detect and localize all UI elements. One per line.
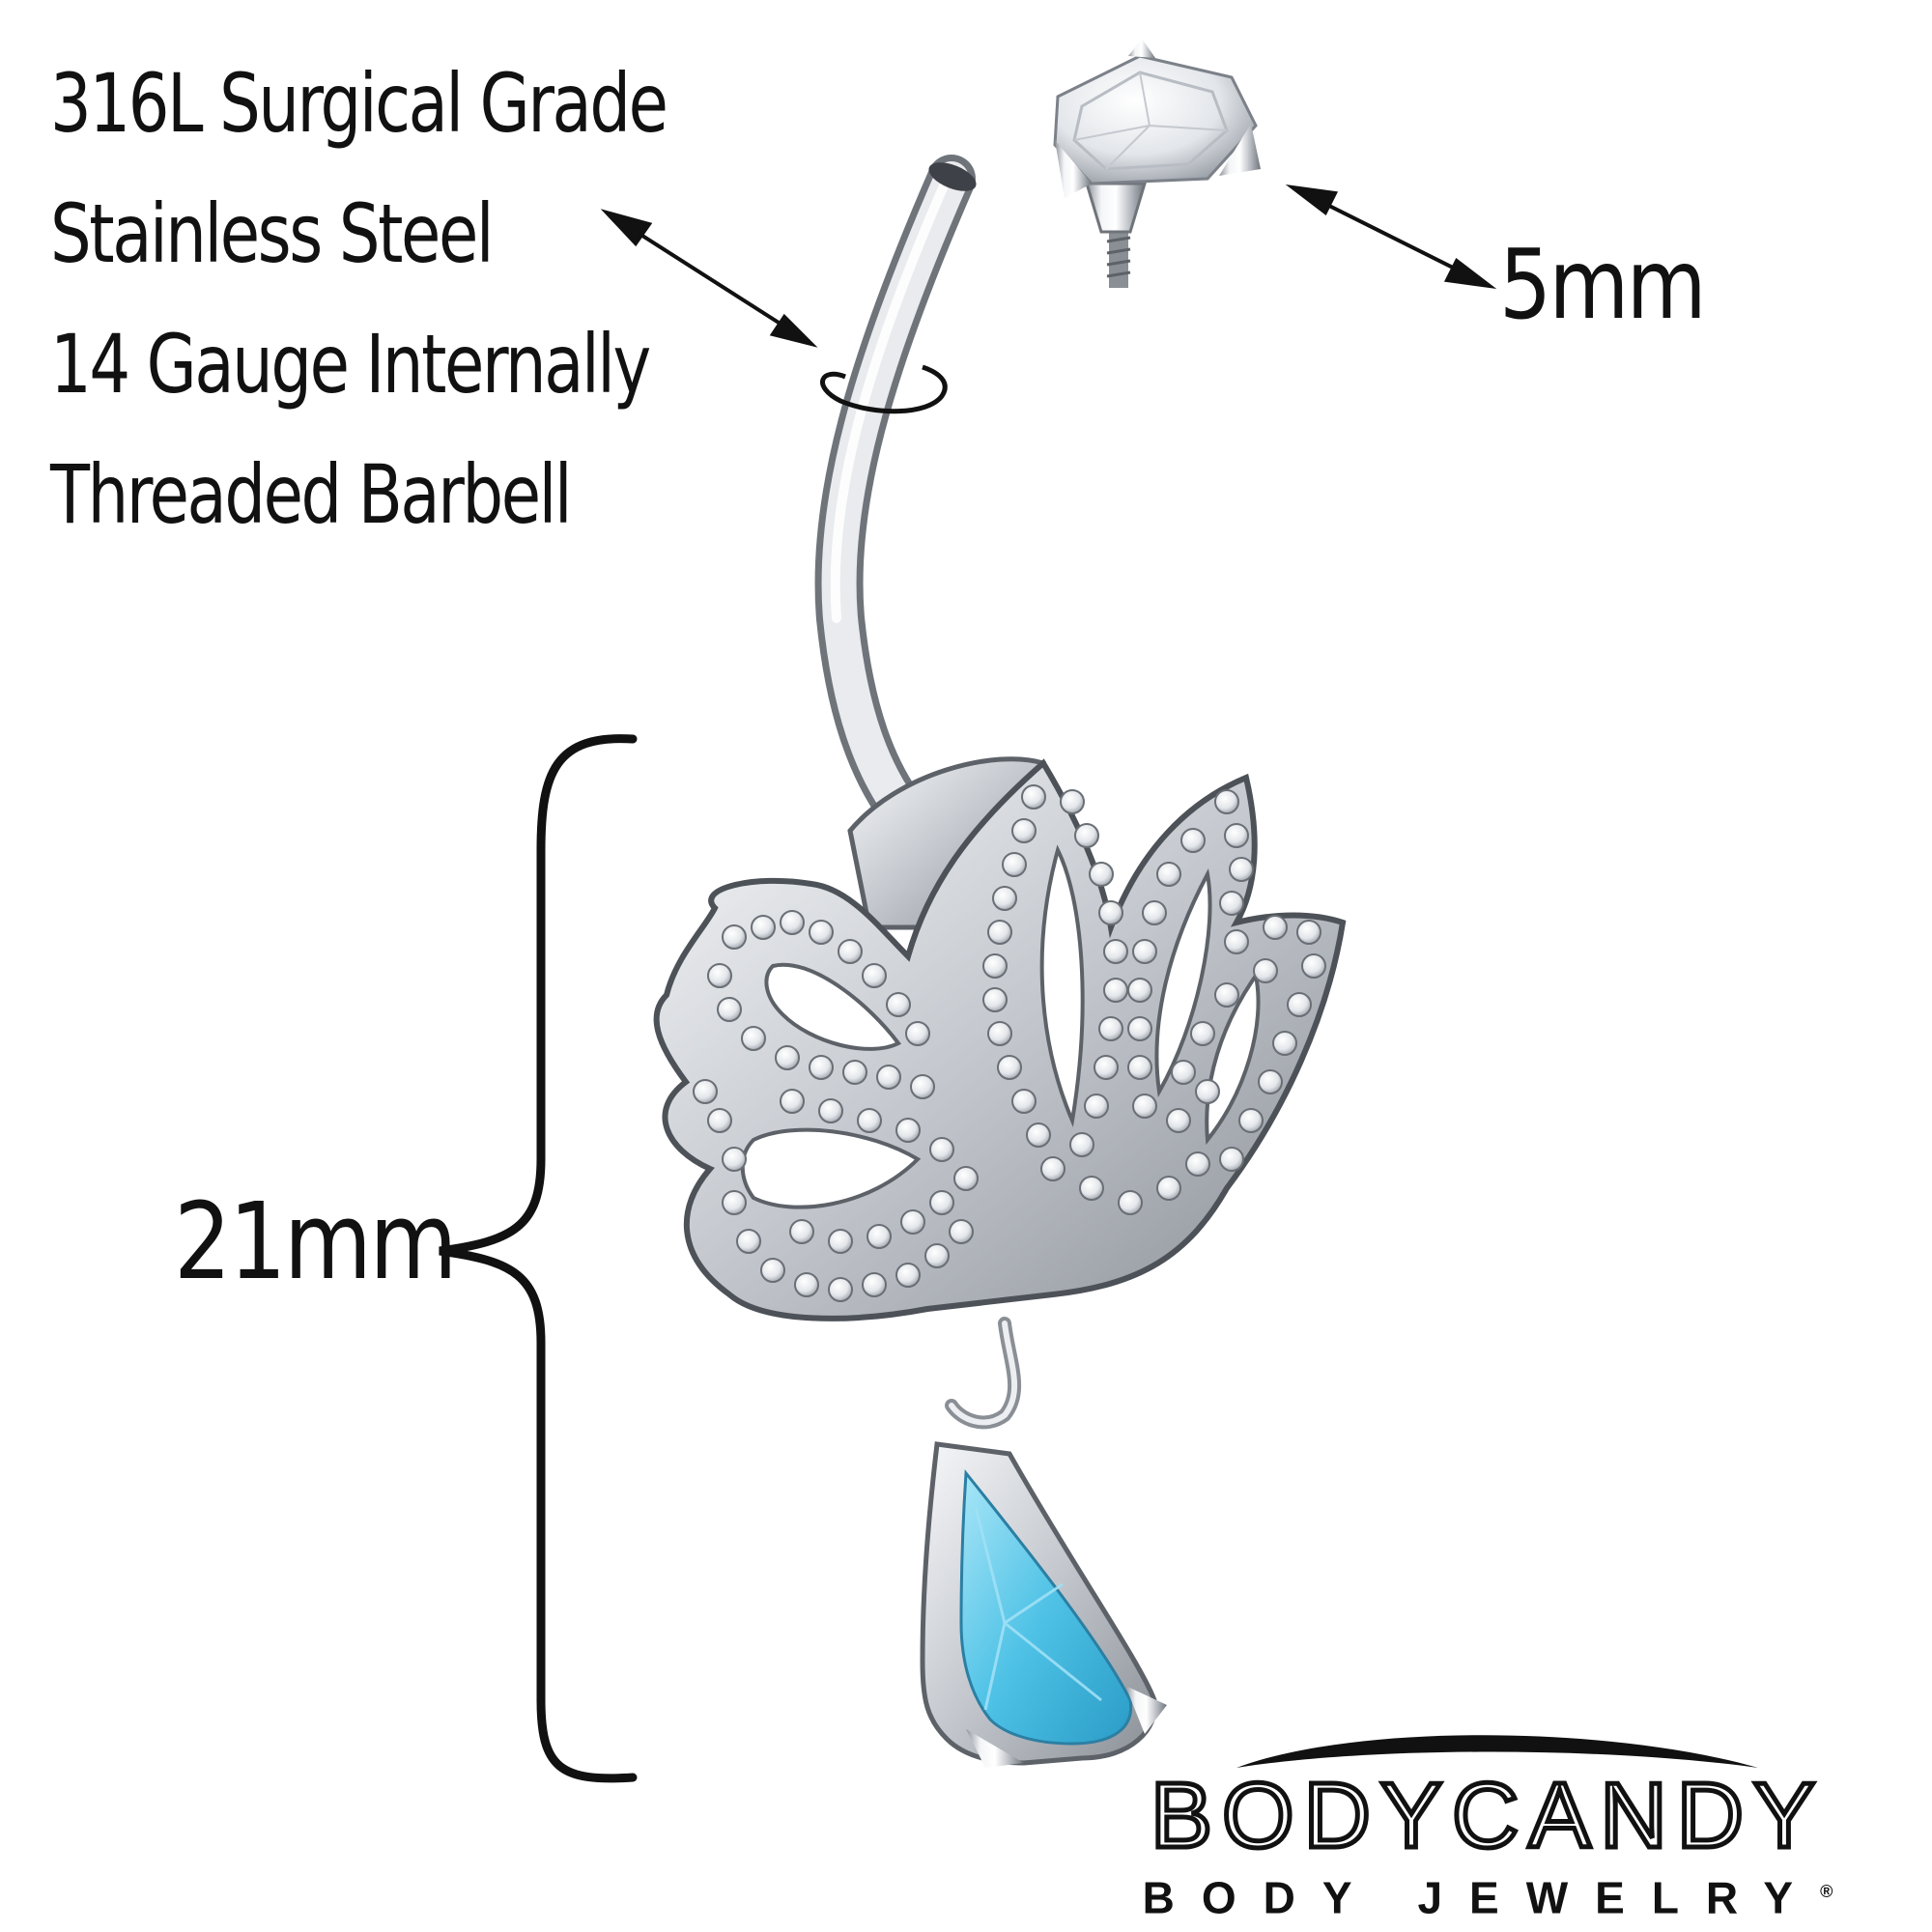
brand-name: BODYCANDY [1148,1764,1826,1867]
spec-line-steel: Stainless Steel [50,186,495,281]
gauge-arrow [600,209,818,348]
curved-barbell [814,155,977,836]
length-brace [439,734,638,1783]
brand-tagline-text: BODY JEWELRY [1142,1872,1821,1923]
trademark-symbol: ® [1820,1882,1833,1901]
brand-logo: BODYCANDY BODY JEWELRY® [1063,1719,1913,1932]
spec-line-gauge: 14 Gauge Internally [50,317,651,412]
brand-tagline: BODY JEWELRY® [1082,1864,1893,1924]
spec-text-block: 316L Surgical Grade Stainless Steel 14 G… [50,39,746,560]
gem-size-arrow [1285,184,1497,290]
lotus-charm [653,756,1347,1321]
dangle-ring [945,1317,1022,1430]
charm-length-label: 21mm [174,1179,457,1303]
blue-teardrop-gem [920,1441,1167,1768]
spec-line-material: 316L Surgical Grade [50,56,668,151]
gem-size-label: 5mm [1499,228,1707,341]
top-cz-gem [1053,39,1261,288]
spec-line-barbell: Threaded Barbell [50,447,573,542]
brand-swoosh-icon [1236,1735,1758,1768]
gauge-ring [820,364,948,414]
